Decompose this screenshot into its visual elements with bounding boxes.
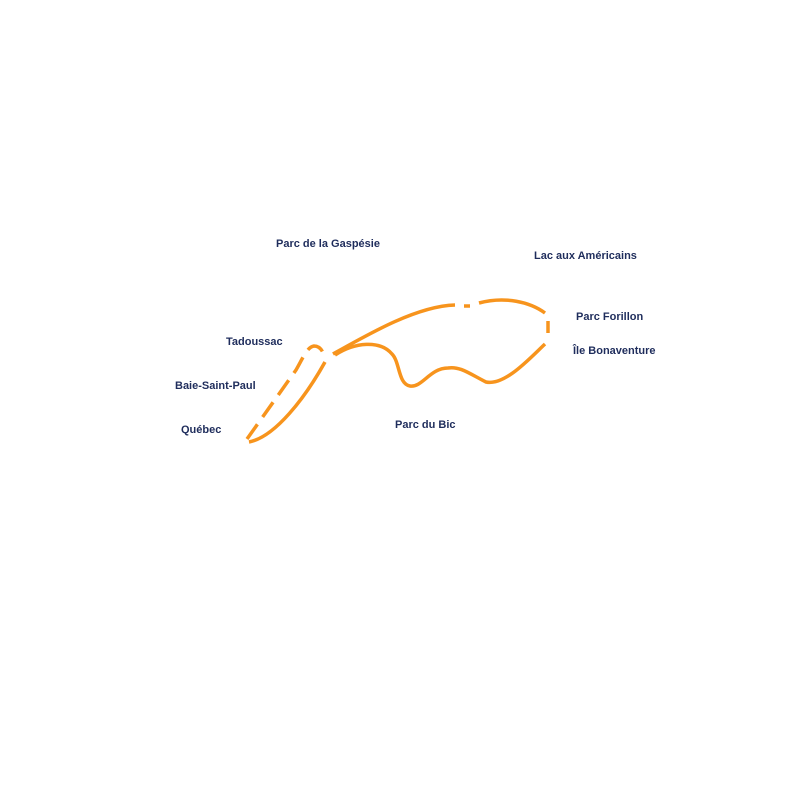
place-label-parc-bic: Parc du Bic xyxy=(395,419,456,431)
place-label-parc-forillon: Parc Forillon xyxy=(576,311,644,323)
place-label-lac-americains: Lac aux Américains xyxy=(534,250,637,262)
place-label-quebec: Québec xyxy=(181,424,222,436)
route-segment-south-coast xyxy=(334,342,547,388)
route xyxy=(245,298,550,444)
route-segment-quebec-to-tadoussac xyxy=(245,344,327,441)
route-segment-tadoussac-to-quebec xyxy=(248,361,327,444)
place-label-tadoussac: Tadoussac xyxy=(226,336,283,348)
route-segment-forillon-arc xyxy=(478,298,547,315)
place-label-baie-saint-paul: Baie-Saint-Paul xyxy=(175,380,256,392)
place-label-parc-gaspesie: Parc de la Gaspésie xyxy=(276,238,380,250)
place-label-ile-bonaventure: Île Bonaventure xyxy=(573,345,656,357)
route-segment-north-coast xyxy=(332,303,456,356)
